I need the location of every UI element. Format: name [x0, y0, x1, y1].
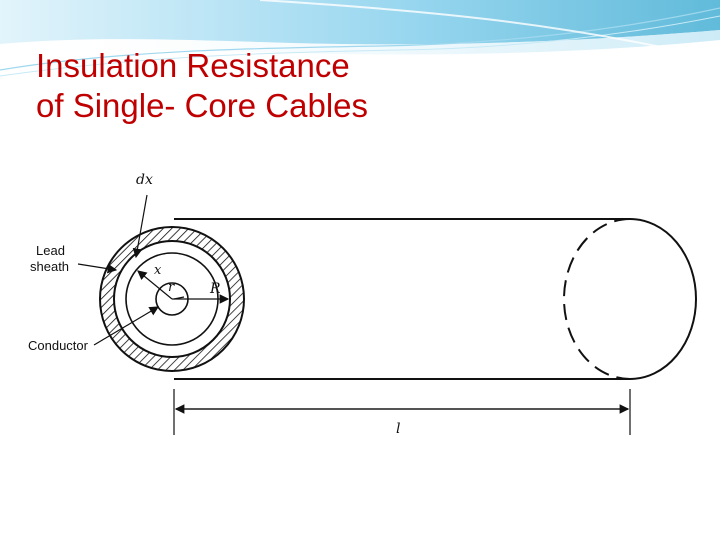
lead-sheath-arrow: [77, 263, 118, 274]
cable-far-end-front: [629, 218, 697, 380]
label-conductor: Conductor: [28, 338, 89, 353]
label-x: x: [154, 263, 162, 278]
x-radius-arrow: [137, 270, 173, 300]
label-sheath: sheath: [30, 259, 69, 274]
slide-title-line-1: Insulation Resistance: [36, 47, 350, 84]
cable-cross-section-figure: dx Lead sheath x r R Conductor l: [22, 157, 700, 439]
slide-title: Insulation Resistance of Single- Core Ca…: [36, 46, 368, 126]
slide-title-line-2: of Single- Core Cables: [36, 87, 368, 124]
label-lead: Lead: [36, 243, 65, 258]
cable-far-end-hidden: [563, 218, 631, 380]
label-r: r: [168, 280, 175, 295]
conductor-arrow: [93, 306, 160, 346]
label-length: l: [396, 421, 400, 437]
dx-arrow: [132, 194, 148, 259]
cable-diagram: dx Lead sheath x r R Conductor l: [22, 157, 700, 439]
label-dx: dx: [136, 172, 153, 188]
header-swoosh-decoration: [0, 0, 720, 77]
label-R: R: [209, 281, 221, 297]
